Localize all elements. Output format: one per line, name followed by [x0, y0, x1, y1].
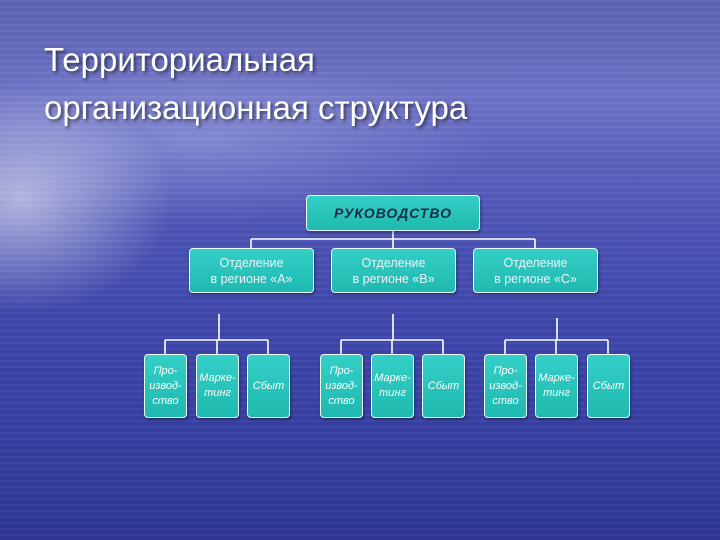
slide-title-line-2: организационная структура: [44, 89, 468, 126]
department-region-b: Отделение в регионе «В»: [331, 248, 456, 293]
slide-title: Территориальная организационная структур…: [44, 36, 467, 132]
slide-title-line-1: Территориальная: [44, 41, 315, 78]
unit-c-sales: Сбыт: [587, 354, 630, 418]
unit-b-marketing: Марке- тинг: [371, 354, 414, 418]
unit-c-marketing: Марке- тинг: [535, 354, 578, 418]
unit-c-production: Про- извод- ство: [484, 354, 527, 418]
unit-a-production: Про- извод- ство: [144, 354, 187, 418]
unit-b-sales: Сбыт: [422, 354, 465, 418]
department-region-c: Отделение в регионе «С»: [473, 248, 598, 293]
unit-a-marketing: Марке- тинг: [196, 354, 239, 418]
department-region-a: Отделение в регионе «А»: [189, 248, 314, 293]
unit-a-sales: Сбыт: [247, 354, 290, 418]
org-root-management: РУКОВОДСТВО: [306, 195, 480, 231]
unit-b-production: Про- извод- ство: [320, 354, 363, 418]
